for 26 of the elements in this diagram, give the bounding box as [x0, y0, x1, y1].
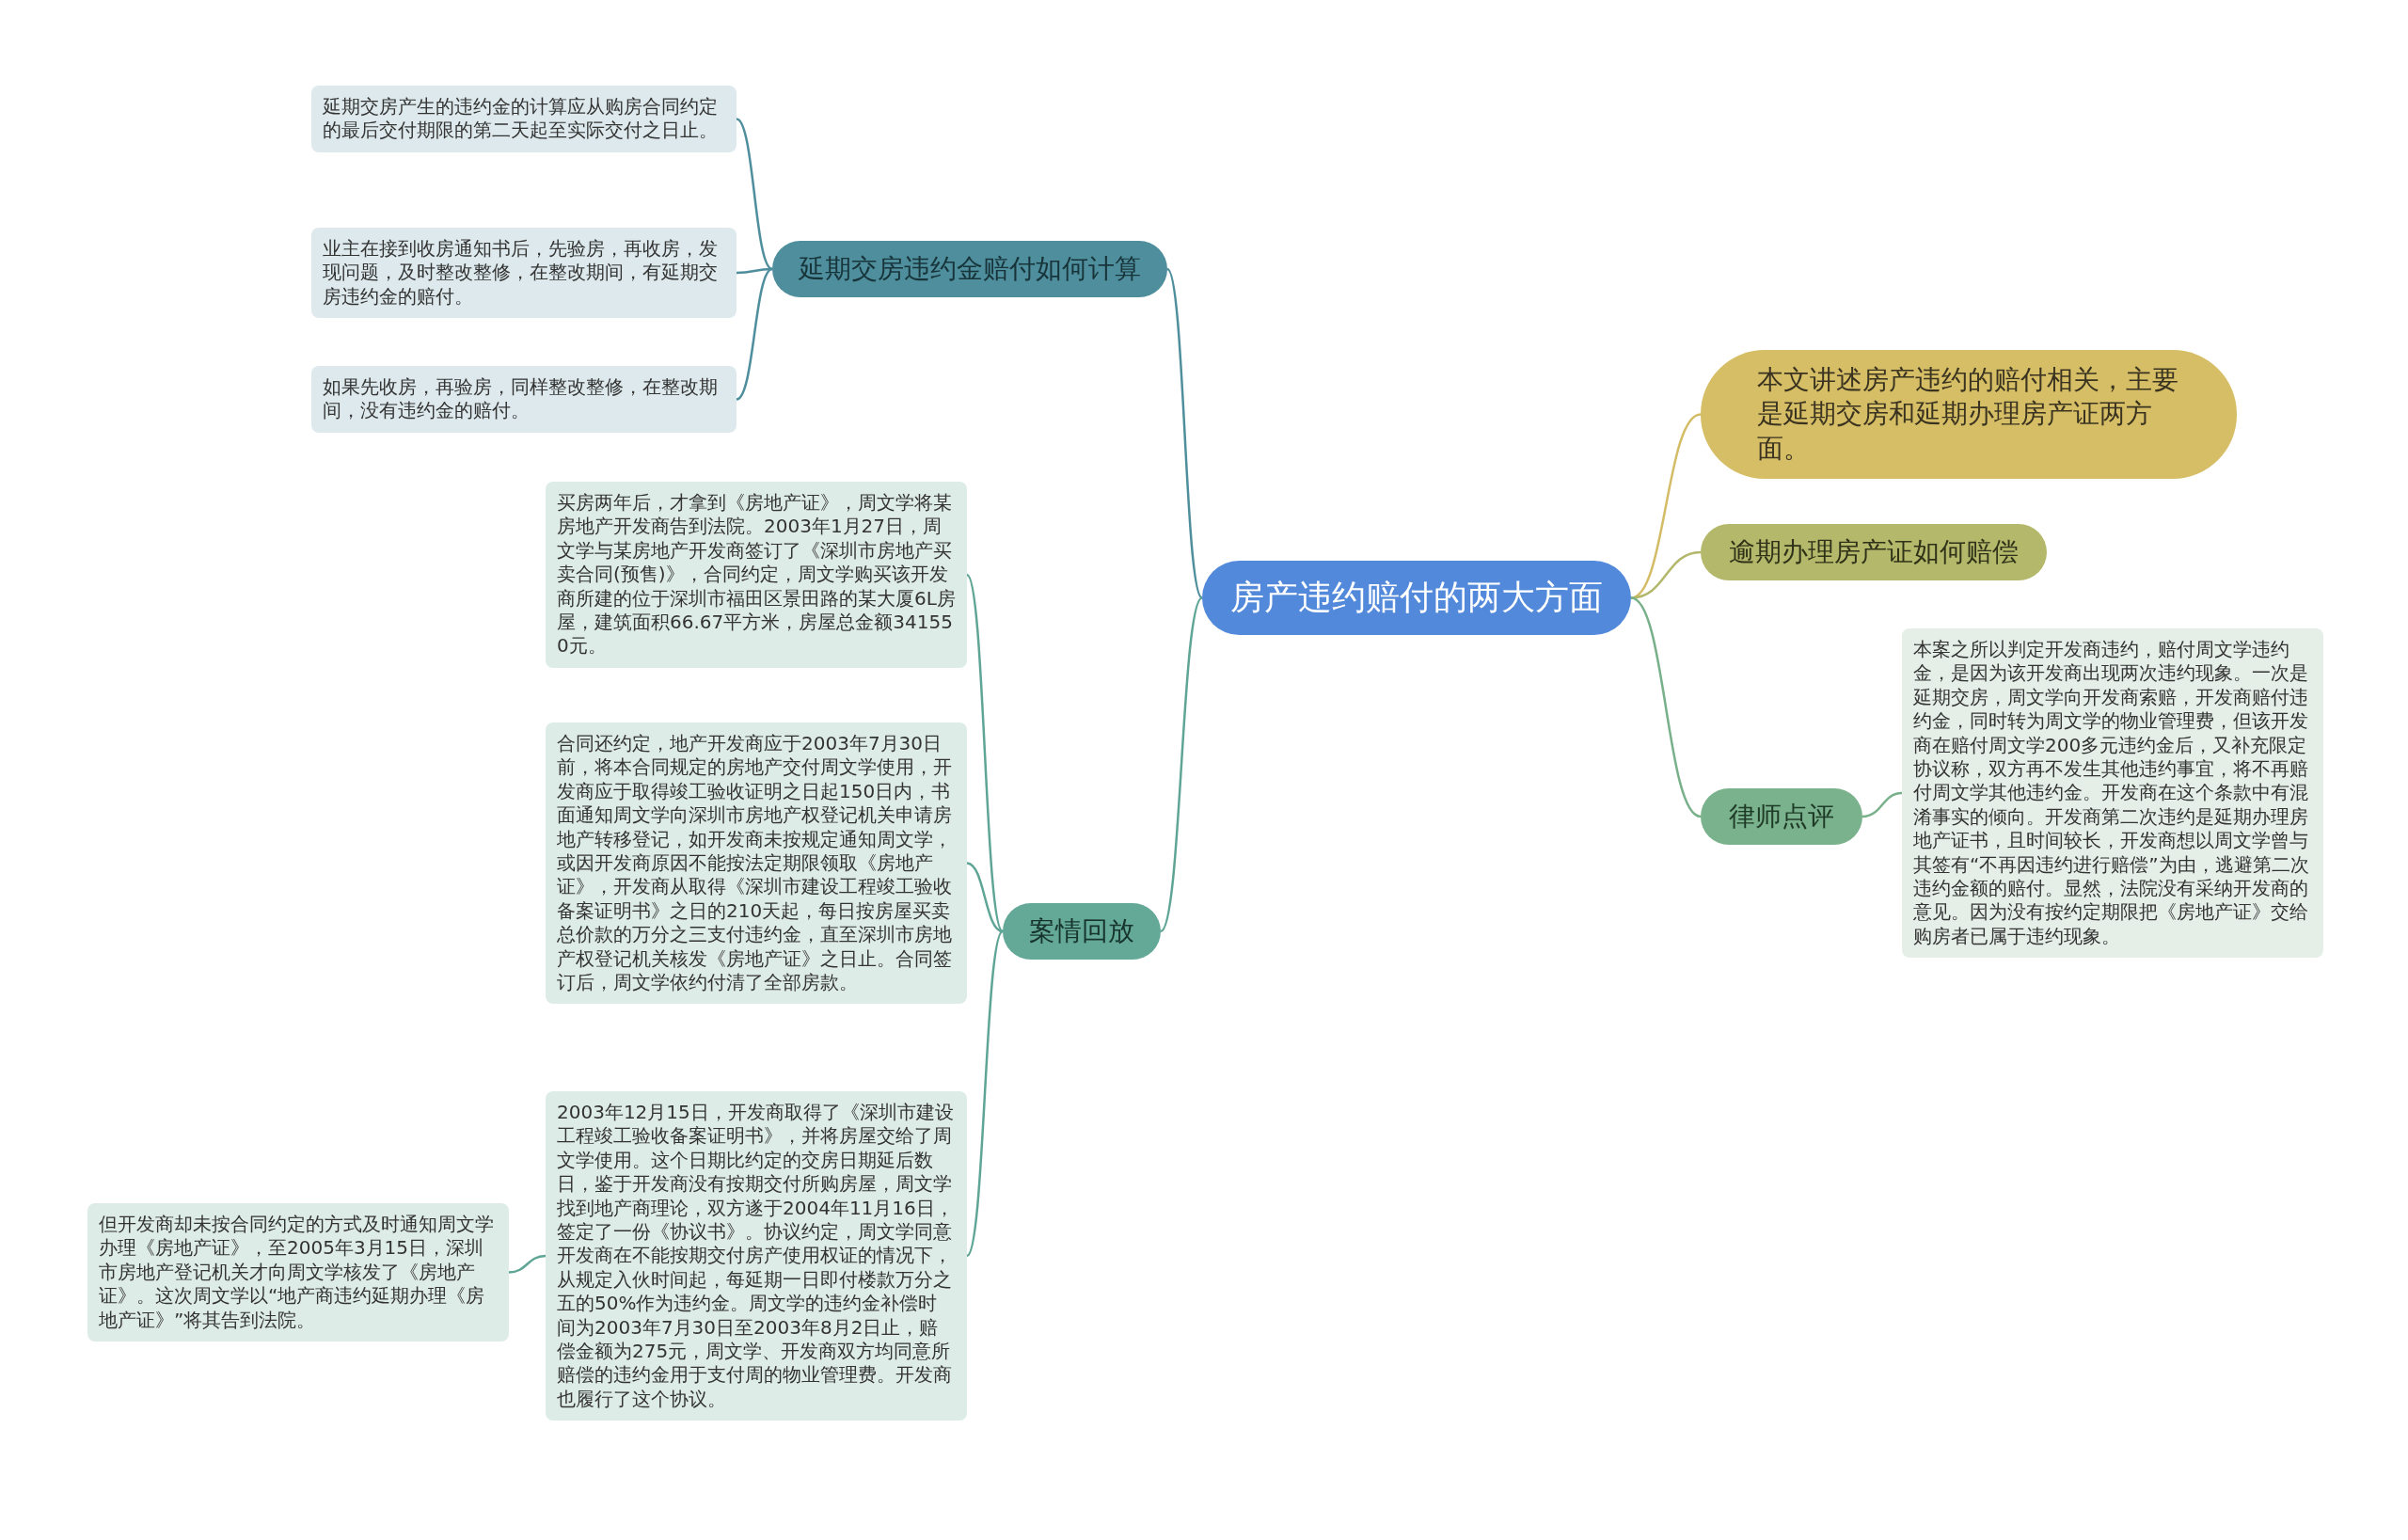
connector-line [736, 118, 773, 270]
central-topic: 房产违约赔付的两大方面 [1202, 561, 1631, 635]
text-card: 延期交房产生的违约金的计算应从购房合同约定的最后交付期限的第二天起至实际交付之日止。 [311, 86, 737, 152]
connector-line [736, 267, 773, 401]
connector-line [965, 574, 1005, 932]
connector-line [1630, 596, 1702, 818]
text-card: 2003年12月15日，开发商取得了《深圳市建设工程竣工验收备案证明书》，并将房屋交给了周文学使用。这个日期比约定的交房日期延后数日，鉴于开发商没有按期交付所购房屋，周文学找到地产商理论，双方遂于2004年11月16日，签定了一份《协议书》。协议约定，周文学同意开发商在不能按期交付房产使用权证的情况下，从规定入伙时间起，每延期一日即付楼款万分之五的50%作为违约金。周文学的违约金补偿时间为2003年7月30日至2003年8月2日止，赔偿金额为275元，周文学、开发商双方均同意所赔偿的违约金用于支付周的物业管理费。开发商也履行了这个协议。 [546, 1091, 967, 1421]
text-card: 如果先收房，再验房，同样整改整修，在整改期间，没有违约金的赔付。 [311, 366, 737, 433]
connector-line [736, 267, 773, 275]
text-card: 业主在接到收房通知书后，先验房，再收房，发现问题，及时整改整修，在整改期间，有延期交房违约金的赔付。 [311, 228, 737, 319]
text-card: 本案之所以判定开发商违约，赔付周文学违约金，是因为该开发商出现两次违约现象。一次是延期交房，周文学向开发商索赔，开发商赔付违约金，同时转为周文学的物业管理费，但该开发商在赔付周文学200多元违约金后，又补充限定协议称，双方再不发生其他违约事宜，将不再赔付周文学其他违约金。开发商在这个条款中有混淆事实的倾向。开发商第二次违约是延期办理房地产证书，且时间较长，开发商想以周文学曾与其签有“不再因违约进行赔偿”为由，逃避第二次违约金额的赔付。显然，法院没有采纳开发商的意见。因为没有按约定期限把《房地产证》交给购房者已属于违约现象。 [1902, 628, 2323, 959]
connector-line [966, 862, 1004, 933]
connector-line [965, 930, 1005, 1257]
branch-topic: 逾期办理房产证如何赔偿 [1701, 524, 2047, 581]
text-card: 但开发商却未按合同约定的方式及时通知周文学办理《房地产证》，至2005年3月15日，深圳市房地产登记机关才向周文学核发了《房地产证》。这次周文学以“地产商违约延期办理《房地产证》”将其告到法院。 [87, 1203, 509, 1342]
branch-topic: 案情回放 [1003, 903, 1161, 961]
connector-line [1160, 596, 1203, 932]
connector-line [1165, 268, 1204, 599]
text-card: 买房两年后，才拿到《房地产证》，周文学将某房地产开发商告到法院。2003年1月27日，周文学与某房地产开发商签订了《深圳市房地产买卖合同(预售)》，合同约定，周文学购买该开发商所建的位于深圳市福田区景田路的某大厦6L房屋，建筑面积66.67平方米，房屋总金额341550元。 [546, 482, 967, 668]
connector-line [1861, 791, 1903, 818]
connector-line [1630, 550, 1702, 599]
branch-topic: 律师点评 [1701, 788, 1862, 846]
connector-line [508, 1254, 547, 1274]
text-card: 合同还约定，地产开发商应于2003年7月30日前，将本合同规定的房地产交付周文学使用，开发商应于取得竣工验收证明之日起150日内，书面通知周文学向深圳市房地产权登记机关申请房地产转移登记，如开发商未按规定通知周文学，或因开发商原因不能按法定期限领取《房地产证》，开发商从取得《深圳市建设工程竣工验收备案证明书》之日的210天起，每日按房屋买卖总价款的万分之三支付违约金，直至深圳市房地产权登记机关核发《房地产证》之日止。合同签订后，周文学依约付清了全部房款。 [546, 722, 967, 1005]
branch-topic: 延期交房违约金赔付如何计算 [772, 241, 1167, 298]
summary-topic: 本文讲述房产违约的赔付相关，主要是延期交房和延期办理房产证两方面。 [1701, 350, 2237, 480]
